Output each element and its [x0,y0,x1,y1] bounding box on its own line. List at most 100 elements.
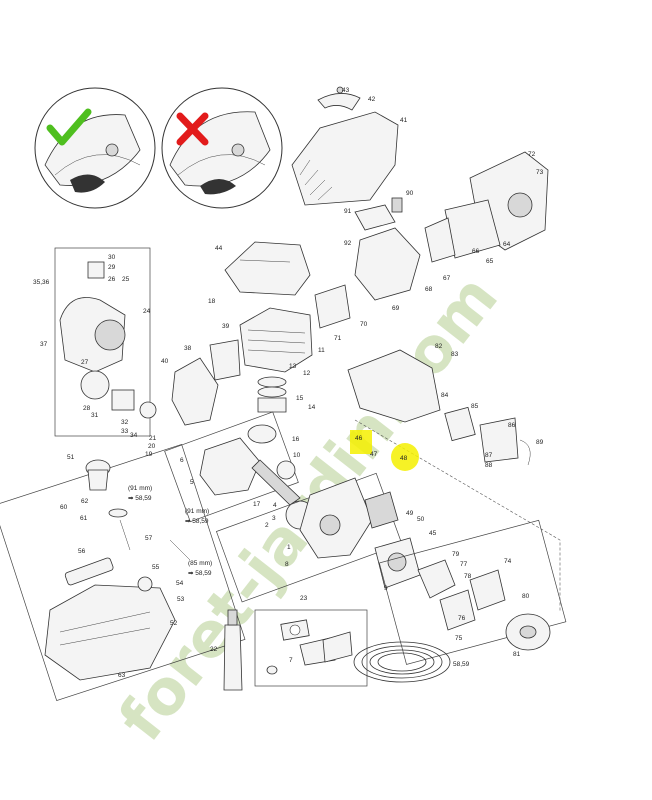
part-label-32: 32 [121,419,129,426]
ref-c-text: ➡ 58,59 [188,570,212,577]
part-label-65: 65 [486,258,494,265]
part-label-23: 23 [300,595,308,602]
part-label-16: 16 [292,436,300,443]
part-label-50: 50 [417,516,425,523]
part-label-75: 75 [455,635,463,642]
part-label-8: 8 [285,561,289,568]
part-label-89: 89 [536,439,544,446]
part-label-78: 78 [464,573,472,580]
dim-a-text: (91 mm) [128,485,152,492]
part-label-14: 14 [308,404,316,411]
part-label-90: 90 [406,190,414,197]
part-label-46: 46 [355,435,363,442]
part-label-49: 49 [406,510,414,517]
part-label-54: 54 [176,580,184,587]
part-label-60: 60 [60,504,68,511]
part-label-27: 27 [81,359,89,366]
part-label-44: 44 [215,245,223,252]
part-label-85: 85 [471,403,479,410]
crankcase-frame [164,411,299,523]
part-label-55: 55 [152,564,160,571]
part-label-63: 63 [118,672,126,679]
part-label-47: 47 [370,451,378,458]
clutch-frame [378,519,567,665]
part-label-70: 70 [360,321,368,328]
gasket-set [266,619,353,675]
part-label-61: 61 [80,515,88,522]
part-label-92: 92 [344,240,352,247]
cylinder-shroud [224,241,311,296]
hose-dimension-a: (91 mm) ➡ 58,59 [128,485,152,502]
part-label-4: 4 [273,502,277,509]
part-label-15: 15 [296,395,304,402]
part-label-69: 69 [392,305,400,312]
part-label-10: 10 [293,452,301,459]
clutch-housing [347,349,531,466]
part-label-51: 51 [67,454,75,461]
part-label-88: 88 [485,462,493,469]
highlight-box-46 [350,430,372,454]
ref-a-text: ➡ 58,59 [128,495,152,502]
part-label-58: 58,59 [453,661,470,668]
muffler [171,339,241,426]
part-label-83: 83 [451,351,459,358]
part-label-6: 6 [180,457,184,464]
part-label-77: 77 [460,561,468,568]
part-label-42: 42 [368,96,376,103]
fuel-tank-frame [0,443,246,701]
incorrect-install-illustration [161,87,283,209]
starter-rope-coil [353,641,451,683]
engine-shroud [291,86,399,206]
part-label-24: 24 [143,308,151,315]
fan-housing [59,261,157,419]
part-label-56: 56 [78,548,86,555]
part-label-30: 30 [108,254,116,261]
part-label-48: 48 [400,455,408,462]
part-label-21: 21 [149,435,157,442]
part-label-33: 33 [121,428,129,435]
recoil-starter [424,151,549,263]
hose-dimension-c: (85 mm) ➡ 58,59 [188,560,212,577]
part-label-79: 79 [452,551,460,558]
part-label-17: 17 [253,501,261,508]
part-label-29: 29 [108,264,116,271]
clutch [417,559,551,651]
part-label-11: 11 [318,347,325,354]
checkmark-icon [46,108,92,146]
part-label-71: 71 [334,335,342,342]
part-label-76: 76 [458,615,466,622]
part-label-9: 9 [384,585,388,592]
part-label-38: 38 [184,345,192,352]
part-label-31: 31 [91,412,99,419]
part-label-20: 20 [148,443,156,450]
correct-install-illustration [34,87,156,209]
part-label-66: 66 [472,248,480,255]
part-label-3: 3 [272,515,276,522]
cross-icon [176,112,209,146]
part-label-82: 82 [435,343,443,350]
part-label-22: 22 [210,646,218,653]
cylinder [239,307,313,373]
part-label-2: 2 [265,522,269,529]
part-label-45: 45 [429,530,437,537]
part-label-81: 81 [513,651,521,658]
part-label-28: 28 [83,405,91,412]
part-label-26: 26 [108,276,116,283]
part-label-25: 25 [122,276,130,283]
highlight-circle-48 [391,443,419,471]
part-label-53: 53 [177,596,185,603]
part-label-7: 7 [289,657,293,664]
part-label-68: 68 [425,286,433,293]
hose-dimension-b: (91 mm) ➡ 58,59 [185,508,209,525]
part-label-19: 19 [145,451,153,458]
part-label-18: 18 [208,298,216,305]
part-label-43: 43 [342,87,350,94]
starter-group-frame [54,247,151,437]
crankcase [199,424,315,530]
part-label-73: 73 [536,169,544,176]
part-label-40: 40 [161,358,169,365]
part-label-67: 67 [443,275,451,282]
part-label-87: 87 [485,452,493,459]
ref-b-text: ➡ 58,59 [185,518,209,525]
